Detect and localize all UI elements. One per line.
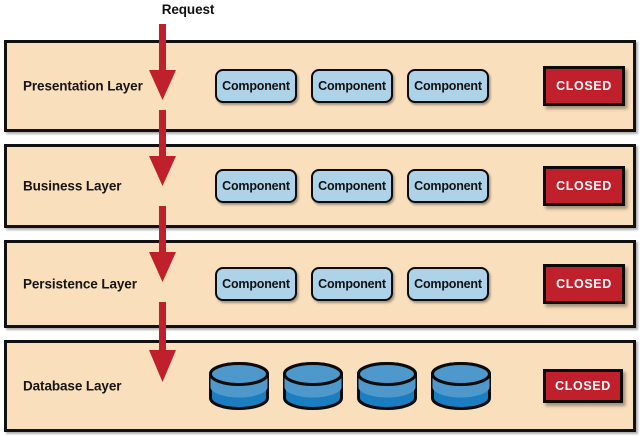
- closed-badge-label: CLOSED: [556, 79, 612, 93]
- component-box[interactable]: Component: [311, 69, 393, 103]
- database-cylinder-icon[interactable]: [429, 361, 493, 411]
- request-label: Request: [161, 2, 215, 17]
- layer-label-business: Business Layer: [23, 178, 122, 194]
- component-box[interactable]: Component: [407, 169, 489, 203]
- layer-business: Business Layer Component Component Compo…: [4, 144, 636, 228]
- component-label: Component: [318, 277, 386, 291]
- component-label: Component: [414, 179, 482, 193]
- component-box[interactable]: Component: [215, 69, 297, 103]
- component-label: Component: [318, 79, 386, 93]
- component-box[interactable]: Component: [407, 267, 489, 301]
- layer-label-database: Database Layer: [23, 378, 122, 394]
- database-cylinder-icon[interactable]: [207, 361, 271, 411]
- component-label: Component: [222, 179, 290, 193]
- layer-database: Database Layer: [4, 340, 636, 432]
- component-box[interactable]: Component: [215, 169, 297, 203]
- layer-presentation: Presentation Layer Component Component C…: [4, 40, 636, 132]
- closed-badge-label: CLOSED: [555, 379, 611, 393]
- component-label: Component: [414, 277, 482, 291]
- closed-badge-label: CLOSED: [556, 179, 612, 193]
- component-label: Component: [414, 79, 482, 93]
- closed-badge-label: CLOSED: [556, 277, 612, 291]
- closed-badge: CLOSED: [543, 264, 625, 304]
- component-box[interactable]: Component: [311, 267, 393, 301]
- database-cylinder-icon[interactable]: [281, 361, 345, 411]
- database-cylinder-icon[interactable]: [355, 361, 419, 411]
- layer-label-persistence: Persistence Layer: [23, 276, 137, 292]
- closed-badge: CLOSED: [543, 369, 623, 403]
- component-box[interactable]: Component: [407, 69, 489, 103]
- closed-badge: CLOSED: [543, 166, 625, 206]
- component-label: Component: [222, 79, 290, 93]
- component-label: Component: [318, 179, 386, 193]
- closed-badge: CLOSED: [543, 66, 625, 106]
- layer-label-presentation: Presentation Layer: [23, 78, 143, 94]
- layer-persistence: Persistence Layer Component Component Co…: [4, 240, 636, 328]
- component-label: Component: [222, 277, 290, 291]
- component-box[interactable]: Component: [311, 169, 393, 203]
- component-box[interactable]: Component: [215, 267, 297, 301]
